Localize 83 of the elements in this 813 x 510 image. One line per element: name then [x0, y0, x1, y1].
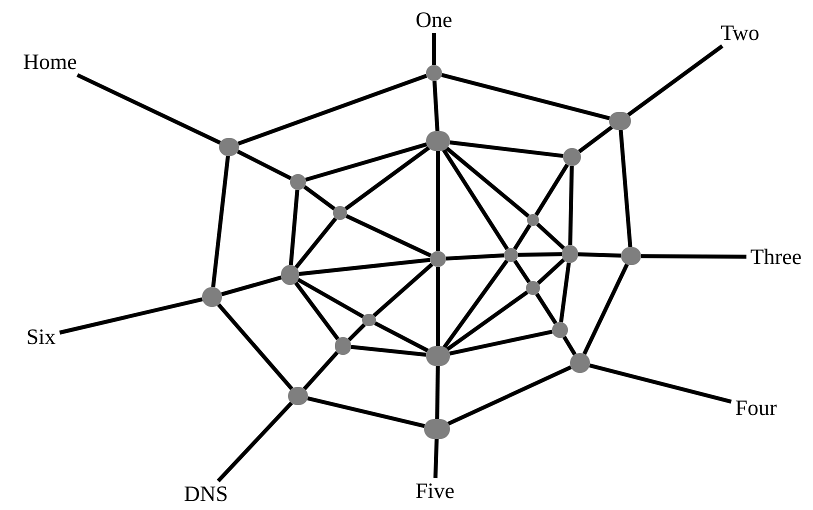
- network-node: [281, 265, 299, 285]
- network-node: [333, 206, 347, 220]
- network-link: [536, 222, 566, 250]
- network-link: [307, 396, 426, 428]
- network-link: [297, 278, 364, 318]
- network-link: [294, 217, 338, 269]
- network-link: [568, 166, 574, 246]
- network-link: [513, 224, 532, 250]
- network-node: [202, 287, 222, 307]
- network-link: [534, 164, 569, 216]
- network-link: [298, 258, 430, 276]
- network-node: [335, 337, 351, 355]
- network-node: [563, 148, 581, 166]
- network-link: [305, 142, 428, 182]
- network-link: [436, 151, 440, 251]
- network-link: [221, 276, 282, 296]
- network-link: [562, 336, 577, 356]
- network-link: [578, 125, 614, 154]
- network-link: [582, 263, 629, 355]
- network-link: [238, 74, 428, 146]
- node-label: Home: [23, 51, 77, 73]
- network-link: [432, 80, 440, 132]
- network-link: [236, 150, 292, 180]
- network-link: [348, 323, 366, 342]
- leader-line: [433, 438, 439, 478]
- network-link: [442, 260, 509, 349]
- network-link: [578, 252, 622, 258]
- network-link: [217, 303, 294, 390]
- network-link: [446, 290, 528, 352]
- network-link: [450, 140, 564, 158]
- network-link: [345, 214, 432, 258]
- network-link: [442, 148, 509, 250]
- network-link: [513, 260, 531, 284]
- node-label: Five: [415, 480, 455, 502]
- network-link: [436, 267, 440, 346]
- network-link: [350, 344, 426, 357]
- network-link: [372, 262, 434, 318]
- network-node: [526, 281, 540, 295]
- node-label: DNS: [184, 483, 228, 505]
- network-node: [426, 65, 442, 81]
- network-node: [609, 112, 631, 130]
- node-label: One: [416, 9, 452, 31]
- leader-line: [589, 364, 732, 404]
- network-link: [435, 366, 440, 420]
- network-node: [430, 251, 446, 267]
- node-label: Six: [26, 326, 56, 348]
- network-link: [303, 185, 336, 210]
- network-link: [344, 146, 430, 210]
- leader-line: [432, 33, 436, 65]
- node-label: Two: [720, 22, 760, 44]
- leader-line: [627, 44, 724, 117]
- network-link: [536, 258, 566, 285]
- network-node: [288, 387, 308, 405]
- network-link: [446, 253, 504, 261]
- network-node: [504, 248, 518, 262]
- network-link: [445, 146, 530, 218]
- network-node: [219, 138, 239, 156]
- network-node: [426, 346, 450, 366]
- leader-line: [216, 402, 293, 482]
- network-link: [518, 252, 562, 257]
- network-link: [559, 262, 571, 322]
- node-label: Four: [735, 397, 777, 419]
- network-node: [290, 174, 306, 190]
- network-link: [211, 156, 230, 288]
- leader-line: [640, 254, 746, 259]
- leader-line: [59, 297, 203, 335]
- network-node: [570, 353, 590, 373]
- network-link: [618, 130, 632, 248]
- node-label: Three: [750, 246, 802, 268]
- network-link: [294, 282, 340, 340]
- network-node: [426, 131, 450, 151]
- network-node: [552, 322, 568, 338]
- network-link: [302, 350, 339, 390]
- network-link: [535, 292, 558, 324]
- network-link: [441, 73, 610, 120]
- network-node: [562, 245, 578, 263]
- network-link: [447, 365, 572, 426]
- network-node: [621, 247, 641, 265]
- network-link: [449, 330, 553, 356]
- leader-line: [76, 73, 222, 145]
- network-link: [374, 321, 429, 352]
- network-link: [288, 190, 300, 266]
- network-node: [424, 419, 450, 439]
